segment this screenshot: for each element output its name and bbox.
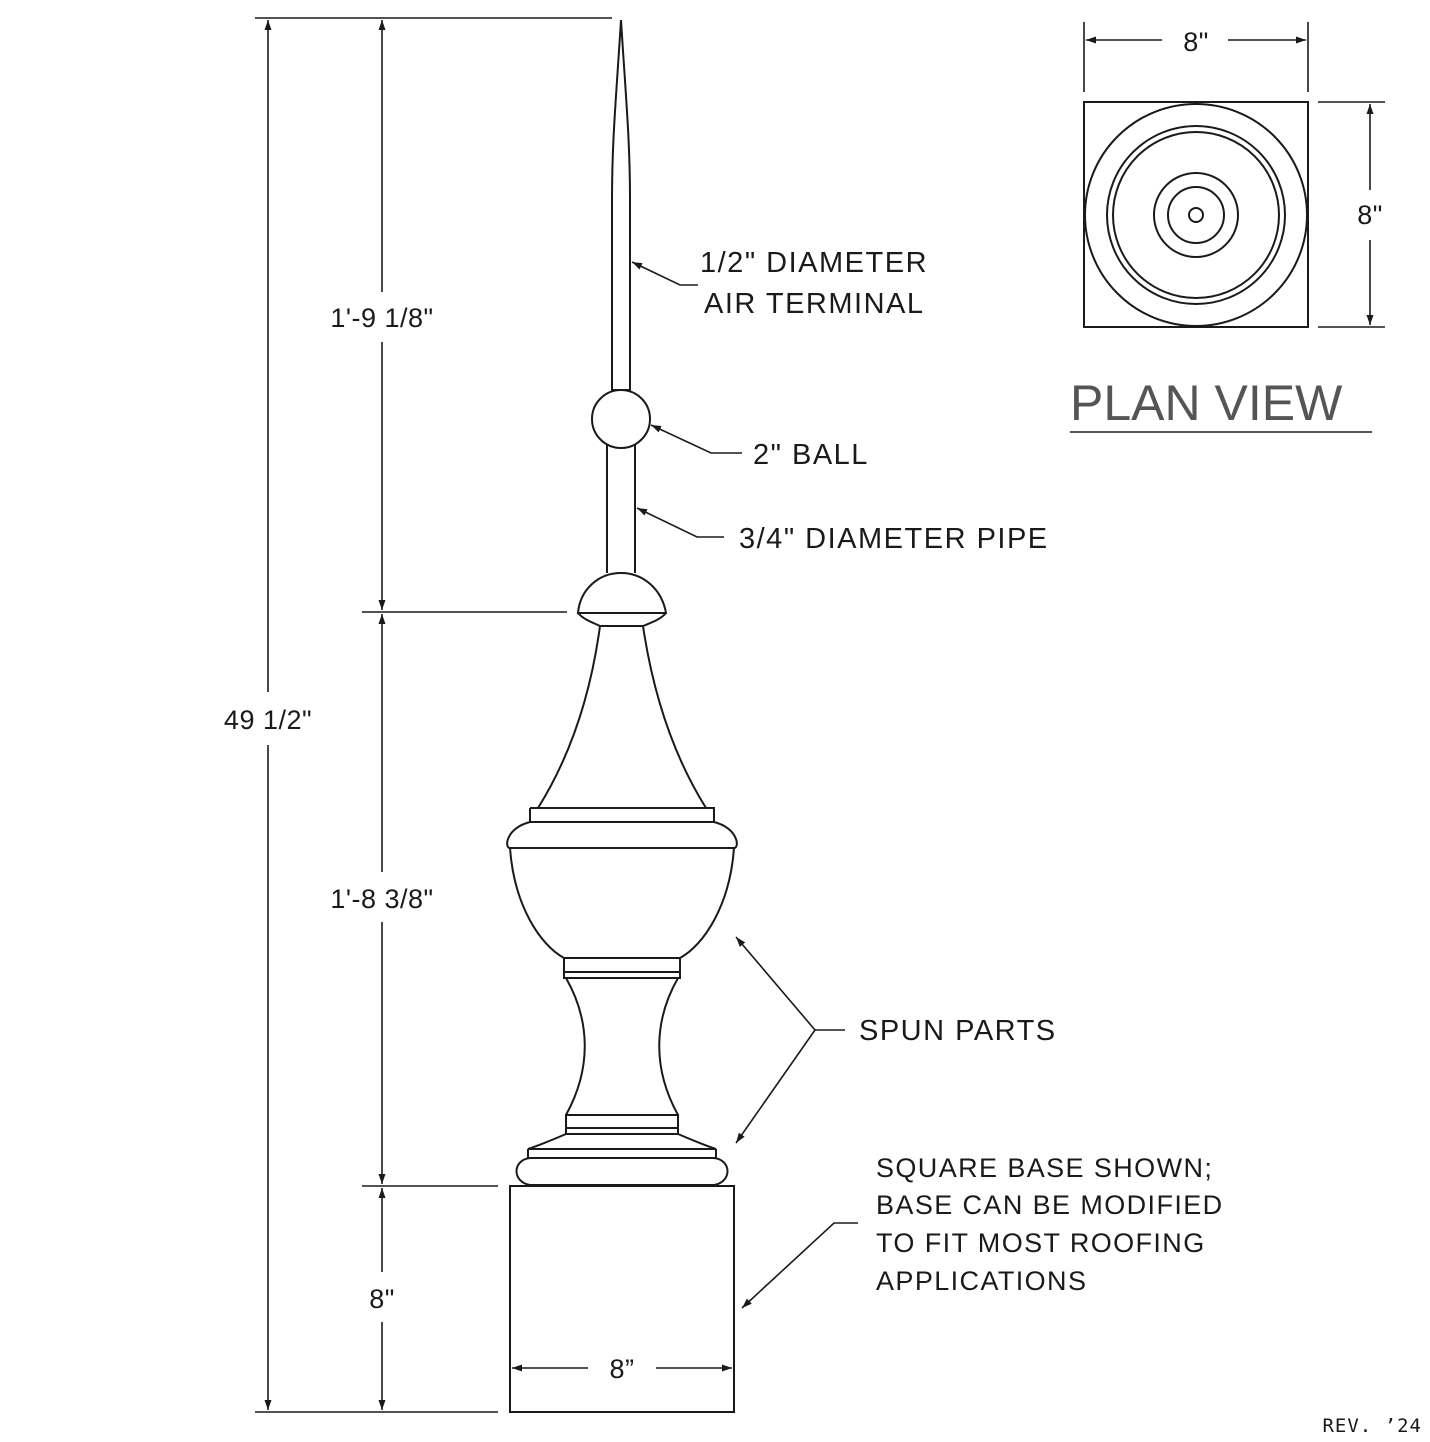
pipe-callout: 3/4" DIAMETER PIPE bbox=[739, 523, 1049, 555]
base-height-label: 8" bbox=[369, 1284, 395, 1314]
spun-parts-callout: SPUN PARTS bbox=[859, 1015, 1057, 1047]
height-dimensions: 49 1/2" 1'-9 1/8" 1'-8 3/8" 8" bbox=[224, 17, 612, 1413]
lower-flare bbox=[527, 1133, 717, 1150]
base-width-label: 8” bbox=[609, 1354, 634, 1384]
pipe bbox=[606, 444, 636, 573]
plan-view: 8" 8" PLAN VIEW bbox=[1070, 22, 1385, 433]
callouts: 1/2" DIAMETER AIR TERMINAL 2" BALL 3/4" … bbox=[631, 247, 1224, 1309]
revision-label: REV. ’24 bbox=[1322, 1415, 1422, 1437]
upper-bell bbox=[537, 625, 707, 809]
base-note-line3: TO FIT MOST ROOFING bbox=[876, 1228, 1206, 1258]
air-terminal-rod bbox=[611, 19, 631, 391]
base-torus bbox=[515, 1157, 729, 1186]
ball-callout: 2" BALL bbox=[753, 439, 869, 471]
spire-height-label: 1'-9 1/8" bbox=[330, 303, 433, 333]
finial-elevation bbox=[506, 19, 738, 1413]
plan-depth-label: 8" bbox=[1357, 200, 1383, 230]
plan-view-title: PLAN VIEW bbox=[1070, 375, 1343, 431]
ball bbox=[591, 389, 651, 449]
base-width-dimension: 8” bbox=[512, 1354, 732, 1384]
collar bbox=[563, 958, 681, 979]
plan-width-label: 8" bbox=[1183, 27, 1209, 57]
air-terminal-callout-line1: 1/2" DIAMETER bbox=[700, 247, 928, 279]
base-note-line1: SQUARE BASE SHOWN; bbox=[876, 1153, 1213, 1183]
urn-body bbox=[506, 821, 738, 849]
square-base bbox=[509, 1185, 735, 1413]
cap-dome bbox=[576, 571, 668, 614]
waist bbox=[565, 977, 679, 1116]
body-height-label: 1'-8 3/8" bbox=[330, 884, 433, 914]
total-height-label: 49 1/2" bbox=[224, 705, 312, 735]
base-note-line4: APPLICATIONS bbox=[876, 1266, 1087, 1296]
air-terminal-callout-line2: AIR TERMINAL bbox=[704, 288, 925, 320]
base-note-line2: BASE CAN BE MODIFIED bbox=[876, 1190, 1224, 1220]
